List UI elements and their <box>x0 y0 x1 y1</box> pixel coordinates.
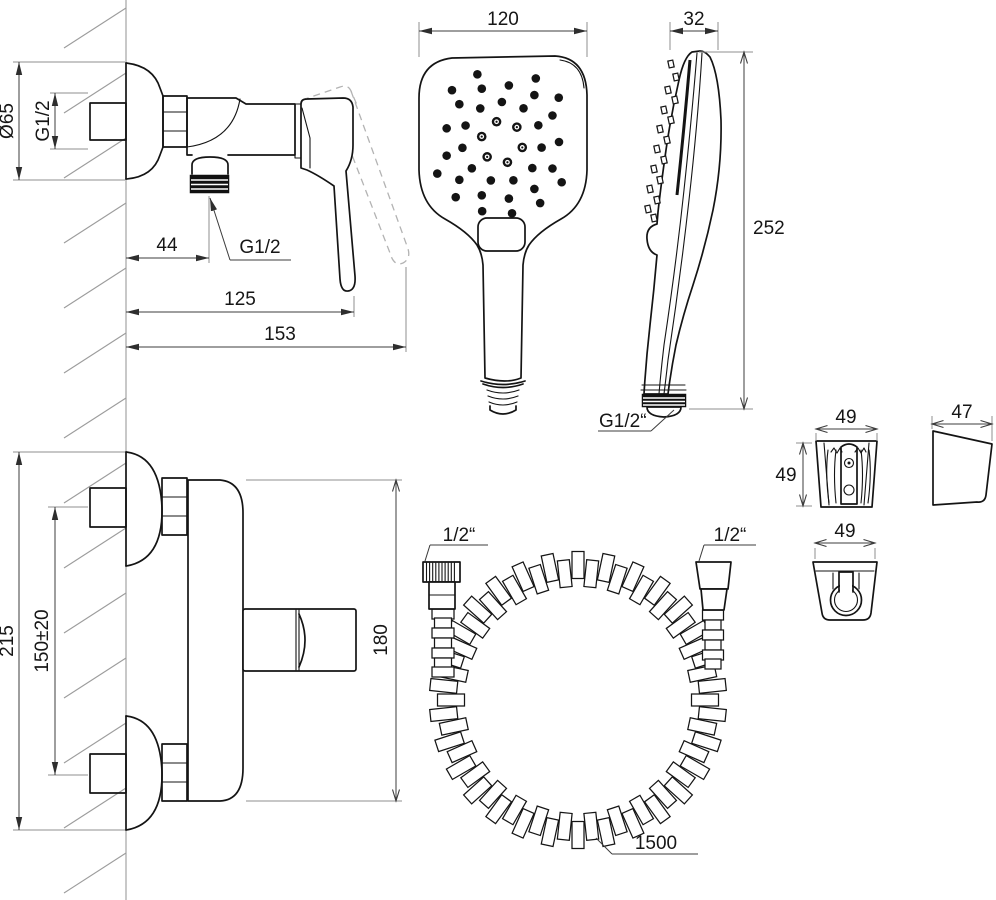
escutcheon <box>125 62 164 180</box>
wall-section <box>63 0 127 900</box>
dim-label-holder-depth: 47 <box>951 402 972 423</box>
holder-side-outline <box>932 430 993 506</box>
holder-slot <box>838 571 854 593</box>
label-outlet-thread: G1/2 <box>239 237 280 258</box>
cartridge-ring <box>294 103 302 159</box>
inlet-pipe-top <box>89 487 127 528</box>
handle-alternate-lever <box>337 90 410 265</box>
hex-nut-bottom <box>161 743 188 802</box>
dimensions-holder-side: 47 <box>932 402 992 441</box>
escutcheon-bottom <box>125 715 163 831</box>
dim-label-32: 32 <box>683 9 704 30</box>
dim-label-252: 252 <box>753 218 785 239</box>
dim-label-120: 120 <box>487 9 519 30</box>
dim-label-holder-width: 49 <box>835 407 856 428</box>
knurl-texture <box>425 562 455 582</box>
label-handshower-thread: G1/2“ <box>599 411 647 432</box>
spray-nozzles <box>432 70 566 218</box>
dimensions-holder-rear: 49 49 <box>775 407 877 506</box>
outlet-cap <box>191 156 229 175</box>
hex-nut <box>162 95 188 148</box>
dim-label-150: 150±20 <box>32 609 53 672</box>
valve-body <box>186 97 296 156</box>
view-handshower-front: 120 <box>418 9 588 415</box>
mixer-front-handle <box>242 608 357 672</box>
dimensions-handshower-side: 32 252 G1/2“ <box>598 9 785 432</box>
escutcheon-top <box>125 451 163 567</box>
dim-label-diameter: Ø65 <box>0 103 18 139</box>
inlet-pipe <box>89 102 127 141</box>
dimensions-handshower-front: 120 <box>418 9 588 57</box>
view-hose: 1/2“ 1/2“ 1500 <box>422 525 756 855</box>
dim-label-outlet-offset: 44 <box>156 235 178 256</box>
spray-mode-button <box>477 217 526 252</box>
dim-label-180: 180 <box>371 624 392 656</box>
dim-label-215: 215 <box>0 625 18 657</box>
view-mixer-front: 215 150±20 180 <box>0 451 402 831</box>
handshower-outline <box>418 55 588 382</box>
hose-coil <box>428 550 728 850</box>
dim-label-125: 125 <box>224 289 256 310</box>
lever-handle <box>300 97 356 292</box>
view-mixer-side: Ø65 G1/2 44 G1/2 125 153 <box>0 61 410 352</box>
dimensions-mixer-front: 215 150±20 180 <box>0 451 402 831</box>
screw-hole-top <box>843 457 855 469</box>
holder-front-outline <box>812 561 878 621</box>
view-holder-rear: 49 49 <box>775 407 878 508</box>
dim-label-inlet-thread: G1/2 <box>33 100 54 141</box>
side-spray-nozzles <box>644 59 680 223</box>
holder-rear-outline <box>815 440 878 508</box>
view-holder-side: 47 <box>932 402 993 506</box>
dim-label-hose-length: 1500 <box>635 833 677 854</box>
handshower-flange <box>480 380 526 389</box>
mixer-body-front <box>187 479 244 802</box>
view-holder-front: 49 <box>812 521 878 621</box>
dimensions-mixer-side: Ø65 G1/2 44 G1/2 125 153 <box>0 61 407 352</box>
wall-hatching <box>63 7 127 894</box>
hex-nut-top <box>161 477 188 536</box>
handshower-thread <box>486 389 520 406</box>
hose-connector-right <box>695 561 732 611</box>
label-hose-right-thread: 1/2“ <box>714 525 747 546</box>
label-hose-left-thread: 1/2“ <box>443 525 476 546</box>
dimensions-holder-front: 49 <box>815 521 875 559</box>
view-handshower-side: 32 252 G1/2“ <box>598 9 785 432</box>
hose-strands <box>431 608 725 678</box>
dim-label-holder-height: 49 <box>775 465 796 486</box>
dim-label-153: 153 <box>264 324 296 345</box>
dim-label-holder-front-width: 49 <box>834 521 855 542</box>
handshower-side-outline <box>643 50 722 395</box>
hose-connector-left <box>422 561 461 610</box>
dimensions-hose: 1/2“ 1/2“ 1500 <box>424 525 756 855</box>
inlet-pipe-bottom <box>89 753 127 794</box>
screw-hole-bottom <box>843 484 855 496</box>
